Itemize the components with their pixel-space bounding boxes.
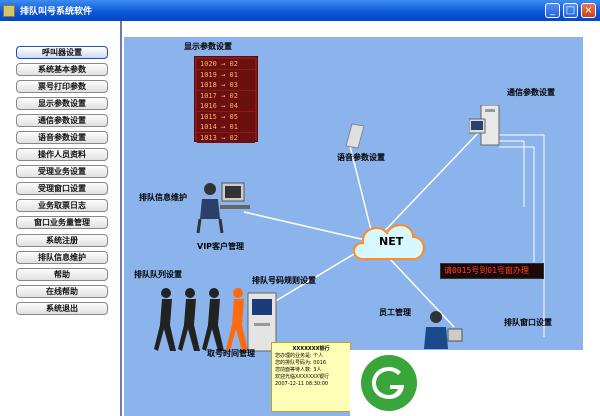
label-queue-info[interactable]: 排队信息维护 <box>139 193 187 202</box>
label-display-settings[interactable]: 显示参数设置 <box>184 42 232 51</box>
minimize-button[interactable]: _ <box>545 3 560 18</box>
label-voice-settings[interactable]: 语音参数设置 <box>337 153 385 162</box>
label-queue-list[interactable]: 排队队列设置 <box>134 270 182 279</box>
display-row: 1020 → 02 <box>197 59 255 69</box>
window-title: 排队叫号系统软件 <box>20 7 93 17</box>
logo-overlay <box>350 350 600 416</box>
net-cloud-icon <box>353 224 425 260</box>
operator-icon[interactable] <box>194 179 254 235</box>
menu-item-display-params[interactable]: 显示参数设置 <box>16 97 108 111</box>
label-staff-mgmt[interactable]: 员工管理 <box>379 308 411 317</box>
menu-item-ticket-print[interactable]: 票号打印参数 <box>16 80 108 94</box>
ticket-sample: XXXXXXX银行 您办理的业务是: 个人 您的排队号码为: 0016 您前面等… <box>271 342 351 412</box>
label-time-mgmt[interactable]: 取号时间管理 <box>207 349 255 358</box>
display-row: 1018 → 03 <box>197 80 255 90</box>
menu-item-voice-params[interactable]: 语音参数设置 <box>16 131 108 145</box>
server-icon[interactable] <box>469 105 505 149</box>
ticket-line: 您的排队号码为: 0016 <box>275 360 326 366</box>
menu-item-online-help[interactable]: 在线帮助 <box>16 284 108 298</box>
led-sign[interactable]: 请0015号到01号窗办理 <box>440 263 544 279</box>
menu-item-window-settings[interactable]: 受理窗口设置 <box>16 182 108 196</box>
window-controls: _ □ × <box>545 3 596 18</box>
title-bar: 排队叫号系统软件 _ □ × <box>0 0 600 21</box>
menu-item-caller-settings[interactable]: 呼叫器设置 <box>16 46 108 59</box>
label-window-settings[interactable]: 排队窗口设置 <box>504 318 552 327</box>
maximize-button[interactable]: □ <box>563 3 578 18</box>
label-vip-mgmt[interactable]: VIP客户管理 <box>197 242 245 251</box>
display-board-icon[interactable]: 1020 → 02 1019 → 01 1018 → 03 1017 → 02 … <box>194 56 258 143</box>
menu-list: 呼叫器设置 系统基本参数 票号打印参数 显示参数设置 通信参数设置 语音参数设置… <box>16 46 108 319</box>
menu-item-operators[interactable]: 操作人员资料 <box>16 148 108 162</box>
app-icon <box>3 4 15 17</box>
label-net: NET <box>379 235 404 248</box>
ticket-line: XXXXXXX银行 <box>292 346 330 352</box>
ticket-machine-icon[interactable] <box>246 291 280 353</box>
ticket-line: 您前面等待人数: 3人 <box>275 367 322 373</box>
staff-icon[interactable] <box>424 309 464 354</box>
left-menu-panel: 呼叫器设置 系统基本参数 票号打印参数 显示参数设置 通信参数设置 语音参数设置… <box>0 21 122 416</box>
display-row: 1013 → 02 <box>197 132 255 143</box>
display-row: 1016 → 04 <box>197 101 255 111</box>
display-row: 1019 → 01 <box>197 69 255 80</box>
leaf-logo-icon <box>361 355 417 411</box>
menu-item-comm-params[interactable]: 通信参数设置 <box>16 114 108 128</box>
display-row: 1015 → 05 <box>197 111 255 122</box>
label-comm-settings[interactable]: 通信参数设置 <box>507 88 555 97</box>
menu-item-system-params[interactable]: 系统基本参数 <box>16 63 108 77</box>
menu-item-business-settings[interactable]: 受理业务设置 <box>16 165 108 179</box>
speaker-icon[interactable] <box>342 122 368 150</box>
close-button[interactable]: × <box>581 3 596 18</box>
ticket-line: 您办理的业务是: 个人 <box>275 353 324 359</box>
menu-item-registration[interactable]: 系统注册 <box>16 233 108 247</box>
top-strip <box>124 21 600 37</box>
queue-people-icon[interactable] <box>154 285 249 365</box>
menu-item-queue-maintenance[interactable]: 排队信息维护 <box>16 250 108 264</box>
display-row: 1014 → 01 <box>197 122 255 132</box>
right-edge <box>583 37 600 416</box>
menu-item-exit[interactable]: 系统退出 <box>16 301 108 315</box>
ticket-line: 2007-12-11 08:30:00 <box>275 381 329 387</box>
menu-item-ticket-log[interactable]: 业务取票日志 <box>16 199 108 213</box>
ticket-line: 欢迎光临XXXXXXX银行 <box>275 374 329 380</box>
label-ticket-rules[interactable]: 排队号码规则设置 <box>252 276 316 285</box>
display-row: 1017 → 02 <box>197 90 255 101</box>
menu-item-help[interactable]: 帮助 <box>16 267 108 281</box>
menu-item-window-volume[interactable]: 窗口业务量管理 <box>16 216 108 230</box>
